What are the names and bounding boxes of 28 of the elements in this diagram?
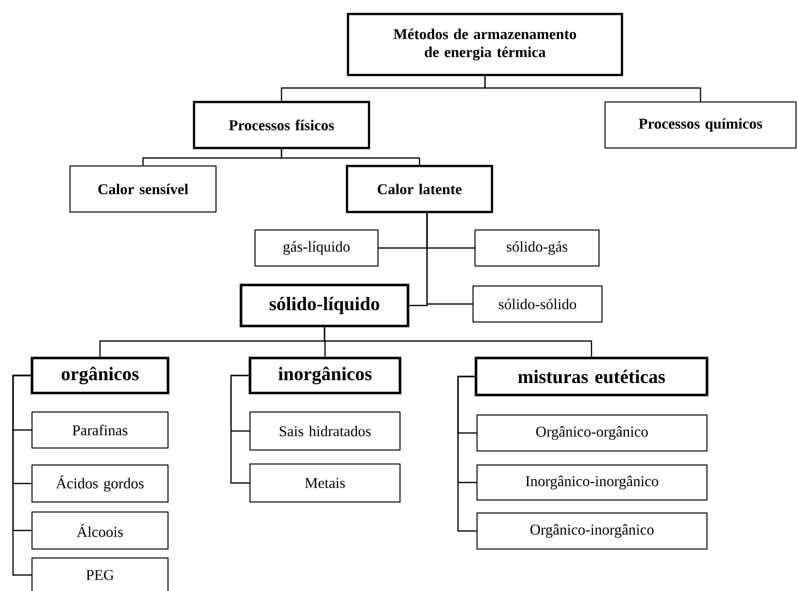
connector-line — [457, 376, 476, 532]
connector-line — [426, 213, 472, 305]
heading-box: sólido-líquido — [240, 284, 410, 328]
item-box: gás-líquido — [254, 230, 378, 266]
heading-box: Métodos de armazenamento de energia térmica — [346, 12, 624, 76]
heading-box: misturas eutéticas — [474, 356, 708, 396]
connector-line — [230, 374, 250, 484]
item-box: Orgânico-inorgânico — [476, 512, 708, 550]
item-box: sólido-gás — [474, 230, 600, 266]
heading-box: inorgânicos — [248, 356, 402, 394]
connector-line — [324, 327, 592, 357]
item-box: Sais hidratados — [250, 412, 400, 450]
connector-line — [12, 374, 32, 576]
item-box: PEG — [32, 558, 168, 591]
item-box: Orgânico-orgânico — [476, 414, 708, 452]
item-box: Ácidos gordos — [32, 464, 168, 502]
item-box: Álcoois — [32, 512, 168, 550]
item-box: sólido-sólido — [472, 286, 602, 322]
category-box: Calor sensível — [70, 166, 216, 212]
connector-line — [484, 76, 702, 102]
category-box: Processos químicos — [604, 102, 796, 148]
item-box: Parafinas — [32, 412, 168, 448]
connector-line — [280, 149, 420, 165]
item-box: Inorgânico-inorgânico — [476, 464, 708, 500]
heading-box: Calor latente — [346, 164, 494, 214]
heading-box: Processos físicos — [192, 100, 370, 150]
heading-box: orgânicos — [30, 356, 170, 394]
item-box: Metais — [250, 464, 400, 502]
